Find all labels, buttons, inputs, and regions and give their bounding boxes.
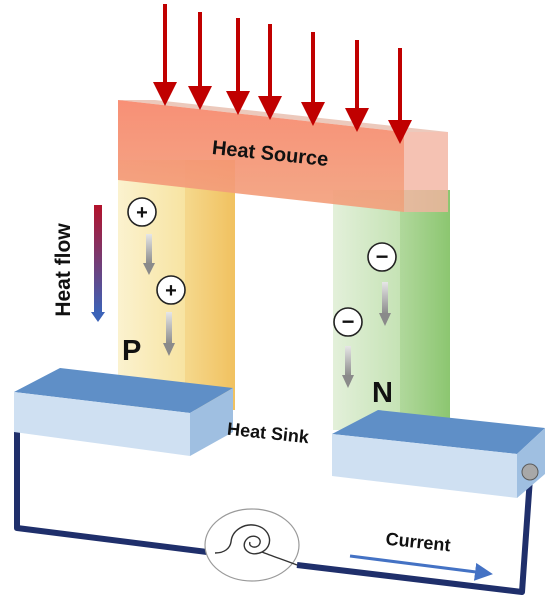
heat-sink-label: Heat Sink [226, 419, 311, 448]
terminal-icon [521, 463, 539, 481]
heat-flow-label: Heat flow [52, 223, 75, 317]
p-leg-label: P [122, 335, 141, 367]
n-drift-arrows [342, 282, 391, 388]
hole-carrier-2: + [156, 275, 186, 305]
heat-sink-right [332, 410, 545, 498]
electron-symbol: − [376, 244, 389, 269]
p-drift-arrows [143, 234, 175, 356]
electron-symbol: − [342, 309, 355, 334]
hole-symbol: + [165, 280, 177, 302]
circuit-wire [14, 428, 533, 595]
hole-carrier-1: + [127, 197, 157, 227]
n-leg-label: N [372, 377, 393, 409]
hole-symbol: + [136, 202, 148, 224]
heat-input-arrows [153, 4, 412, 144]
electron-carrier-1: − [367, 242, 397, 272]
heat-sink-left [14, 368, 233, 456]
coil-resistor-icon [204, 508, 300, 582]
current-arrow [349, 554, 493, 581]
electron-carrier-2: − [333, 307, 363, 337]
heat-flow-arrow [91, 205, 105, 322]
current-label: Current [385, 529, 452, 556]
